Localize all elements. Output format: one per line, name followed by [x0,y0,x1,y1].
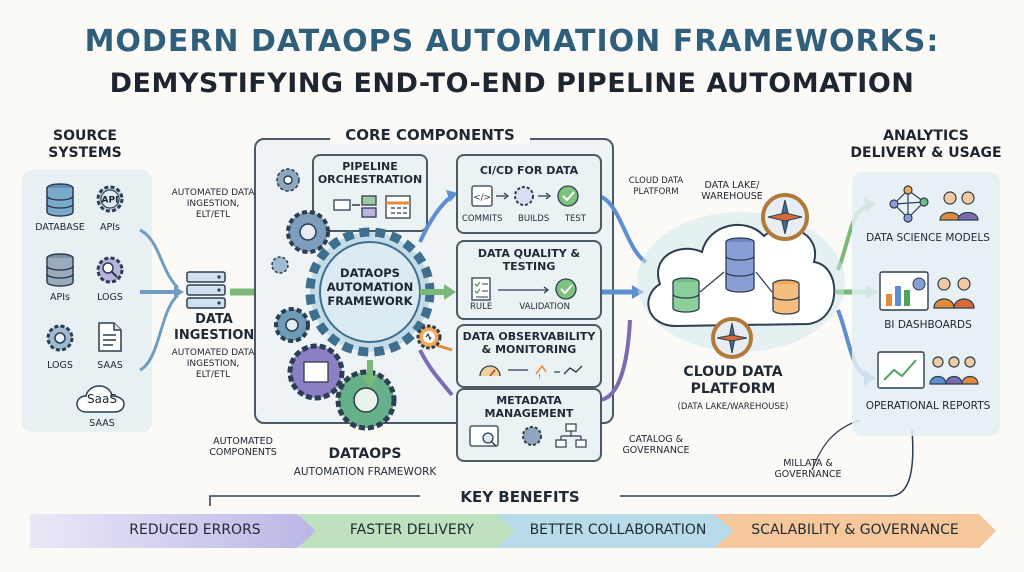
benefit-faster-delivery [298,514,518,548]
pipeline-orchestration-title: PIPELINE ORCHESTRATION [317,160,423,186]
analytics-header: ANALYTICS DELIVERY & USAGE [850,128,1002,161]
compass-icon [711,317,753,359]
cloud-subtitle: (DATA LAKE/WAREHOUSE) [677,402,789,412]
analytics-item-bi-dashboards: BI DASHBOARDS [884,319,972,331]
quality-steps-icon [471,277,577,301]
title-line-2: DEMYSTIFYING END-TO-END PIPELINE AUTOMAT… [109,68,915,99]
logs-gear-icon [94,254,126,286]
source-label-database: DATABASE [35,222,85,233]
svg-text:!: ! [538,373,541,381]
quality-step-rule: RULE [470,302,493,312]
cicd-steps-icon: </> [471,185,579,207]
source-label-saas: SAAS [97,360,123,371]
quality-steps-labels: RULE VALIDATION [470,302,570,312]
orchestration-flow-icon [333,195,411,219]
cicd-title: CI/CD FOR DATA [479,164,579,177]
cicd-step-test: TEST [564,214,586,224]
document-icon [96,320,124,354]
pipeline-orchestration-box[interactable]: PIPELINE ORCHESTRATION [312,154,428,232]
benefit-reduced-errors [30,514,320,548]
source-label-saas-2: SAAS [89,418,115,429]
data-observability-title: DATA OBSERVABILITY & MONITORING [462,330,596,356]
database-icon [44,252,76,288]
svg-text:API: API [102,196,119,206]
benefit-label-better-collaboration: BETTER COLLABORATION [529,522,707,538]
cicd-step-builds: BUILDS [517,214,550,224]
monitoring-icon: ! [479,364,583,381]
cloud-platform-icon [637,212,845,352]
saas-badge-text: SaaS [87,392,117,406]
data-quality-box[interactable]: DATA QUALITY & TESTING RULE VALIDATION [456,240,602,320]
alert-gear-icon [414,322,444,352]
quality-step-validation: VALIDATION [519,302,570,312]
source-label-apis: APIs [100,222,120,233]
cloud-title: CLOUD DATA PLATFORM [683,364,783,397]
title-line-1: MODERN DATAOPS AUTOMATION FRAMEWORKS: [84,24,940,59]
dataops-footer-subtitle: AUTOMATION FRAMEWORK [293,466,437,478]
benefit-better-collaboration [496,514,736,548]
data-quality-title: DATA QUALITY & TESTING [477,247,581,273]
operational-reports-icon [877,351,979,389]
key-benefits-header: KEY BENEFITS [420,488,620,506]
automated-components-label: AUTOMATED COMPONENTS [209,436,277,458]
source-label-logs-2: LOGS [47,360,73,371]
cicd-steps-labels: COMMITS BUILDS TEST [462,214,596,224]
saas-cloud-icon: SaaS [74,382,130,416]
ingestion-top-note: AUTOMATED DATA INGESTION, ELT/ETL [171,188,255,220]
server-stack-icon [184,270,230,310]
gear-cluster-icon [271,168,397,431]
ingestion-label: DATA INGESTION [174,312,255,343]
metadata-management-box[interactable]: METADATA MANAGEMENT [456,388,602,462]
framework-gear-label: DATAOPS AUTOMATION FRAMEWORK [326,266,414,308]
ingestion-bottom-note: AUTOMATED DATA INGESTION, ELT/ETL [171,348,255,380]
logs-gear-icon [44,320,76,356]
source-label-apis-2: APIs [50,292,70,303]
data-observability-box[interactable]: DATA OBSERVABILITY & MONITORING ! [456,324,602,388]
core-components-header: CORE COMPONENTS [330,126,530,144]
cloud-note-left: CLOUD DATA PLATFORM [628,176,684,197]
source-systems-header: SOURCE SYSTEMS [48,128,122,161]
cloud-note-right: DATA LAKE/ WAREHOUSE [701,180,763,202]
metadata-management-title: METADATA MANAGEMENT [484,394,574,420]
analytics-item-data-science: DATA SCIENCE MODELS [866,232,990,244]
bi-dashboard-icon [879,271,975,311]
cicd-step-commits: COMMITS [462,214,503,224]
source-systems-panel [22,170,152,432]
api-gear-icon: API [94,182,126,216]
source-label-logs: LOGS [97,292,123,303]
database-icon [44,182,76,218]
benefit-label-scalability-governance: SCALABILITY & GOVERNANCE [751,522,959,538]
svg-text:</>: </> [473,193,491,203]
benefits-bar: REDUCED ERRORS FASTER DELIVERY BETTER CO… [30,514,996,548]
analytics-item-operational-reports: OPERATIONAL REPORTS [865,400,991,412]
dataops-footer-title: DATAOPS [328,446,402,462]
compass-icon [761,193,809,241]
benefit-scalability-governance [714,514,996,548]
data-science-network-icon [889,185,979,223]
metadata-icons [469,423,587,448]
catalog-governance-label: CATALOG & GOVERNANCE [622,434,690,456]
cicd-box[interactable]: CI/CD FOR DATA </> COMMITS BUILDS TEST [456,154,602,234]
millata-governance-label: MILLATA & GOVERNANCE [774,458,842,480]
benefit-label-reduced-errors: REDUCED ERRORS [129,522,261,538]
benefit-label-faster-delivery: FASTER DELIVERY [349,522,475,538]
